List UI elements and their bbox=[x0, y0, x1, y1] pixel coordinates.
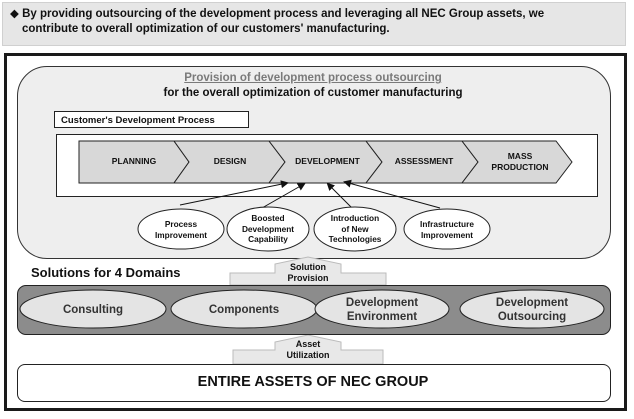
step-assessment-label: ASSESSMENT bbox=[394, 156, 454, 166]
step-mass-production-shape bbox=[460, 140, 573, 184]
arrow-boosted-capability bbox=[261, 183, 306, 209]
process-label-box: Customer's Development Process bbox=[54, 111, 249, 128]
solution-provision-line1: Solution bbox=[290, 262, 326, 272]
asset-utilization-line1: Asset bbox=[295, 339, 321, 349]
oval-3-line-3: Technologies bbox=[328, 234, 382, 244]
header-line-2: contribute to overall optimization of ou… bbox=[22, 23, 390, 35]
arrow-infrastructure bbox=[343, 179, 441, 209]
oval-2-line-3: Capability bbox=[248, 234, 288, 244]
oval-boosted-capability bbox=[226, 206, 310, 252]
step-development-label: DEVELOPMENT bbox=[295, 156, 360, 166]
step-mass-production-line1: MASS bbox=[507, 151, 533, 161]
step-planning-label: PLANNING bbox=[111, 156, 157, 166]
panel-subtitle: for the overall optimization of customer… bbox=[163, 87, 463, 99]
oval-process-improvement-label: Process Improvement bbox=[138, 219, 224, 240]
oval-1-line-2: Improvement bbox=[154, 229, 208, 240]
step-planning: PLANNING bbox=[79, 156, 189, 167]
oval-new-technologies bbox=[313, 206, 397, 252]
oval-new-technologies-label: Introduction of New Technologies bbox=[314, 213, 396, 245]
oval-infrastructure-label: Infrastructure Improvement bbox=[404, 219, 490, 240]
step-mass-production-line2: PRODUCTION bbox=[491, 162, 549, 172]
oval-3-line-2: of New bbox=[341, 223, 369, 234]
domain-components-label: Components bbox=[208, 304, 280, 316]
solution-provision-line2: Provision bbox=[287, 273, 329, 283]
solution-provision-arrow bbox=[229, 256, 387, 286]
oval-2-line-1: Boosted bbox=[251, 213, 285, 223]
arrow-new-technologies bbox=[326, 182, 353, 209]
step-design-label: DESIGN bbox=[213, 156, 247, 166]
domain-components: Components bbox=[181, 303, 307, 317]
header-banner bbox=[2, 2, 626, 46]
domain-dev-environment: Development Environment bbox=[319, 296, 445, 324]
domain-dev-environment-line1: Development bbox=[345, 297, 419, 309]
oval-process-improvement bbox=[137, 208, 225, 250]
asset-utilization-arrow bbox=[232, 334, 384, 365]
solutions-title: Solutions for 4 Domains bbox=[31, 265, 181, 280]
domain-consulting: Consulting bbox=[30, 303, 156, 317]
header-line-1: By providing outsourcing of the developm… bbox=[22, 8, 545, 20]
domain-dev-outsourcing-line2: Outsourcing bbox=[497, 311, 567, 323]
domain-dev-outsourcing-line1: Development bbox=[495, 297, 569, 309]
domain-dev-outsourcing: Development Outsourcing bbox=[469, 296, 595, 324]
entire-assets-label: ENTIRE ASSETS OF NEC GROUP bbox=[197, 374, 429, 390]
entire-assets-box bbox=[17, 364, 611, 402]
oval-infrastructure bbox=[403, 208, 491, 250]
asset-utilization-label: Asset Utilization bbox=[270, 339, 346, 361]
asset-utilization-line2: Utilization bbox=[286, 350, 330, 360]
solution-provision-label: Solution Provision bbox=[270, 262, 346, 284]
panel-title: Provision of development process outsour… bbox=[184, 72, 442, 84]
oval-boosted-capability-label: Boosted Development Capability bbox=[227, 213, 309, 245]
oval-4-line-2: Improvement bbox=[420, 229, 474, 240]
oval-4-line-1: Infrastructure bbox=[420, 219, 474, 229]
oval-1-line-1: Process bbox=[164, 219, 198, 229]
oval-3-line-1: Introduction bbox=[330, 213, 380, 223]
step-design: DESIGN bbox=[180, 156, 280, 167]
oval-2-line-2: Development bbox=[241, 223, 295, 234]
step-assessment: ASSESSMENT bbox=[373, 156, 475, 167]
oval-dev-outsourcing-shape bbox=[459, 289, 605, 329]
diamond-bullet-icon: ◆ bbox=[10, 8, 19, 20]
arrow-process-improvement bbox=[179, 180, 289, 206]
oval-consulting-shape bbox=[19, 289, 167, 329]
domain-consulting-label: Consulting bbox=[62, 304, 124, 316]
step-mass-production: MASS PRODUCTION bbox=[470, 151, 570, 173]
header-text: ◆ By providing outsourcing of the develo… bbox=[10, 7, 610, 37]
domain-dev-environment-line2: Environment bbox=[346, 311, 418, 323]
oval-dev-environment-shape bbox=[314, 289, 450, 329]
step-development: DEVELOPMENT bbox=[275, 156, 380, 167]
